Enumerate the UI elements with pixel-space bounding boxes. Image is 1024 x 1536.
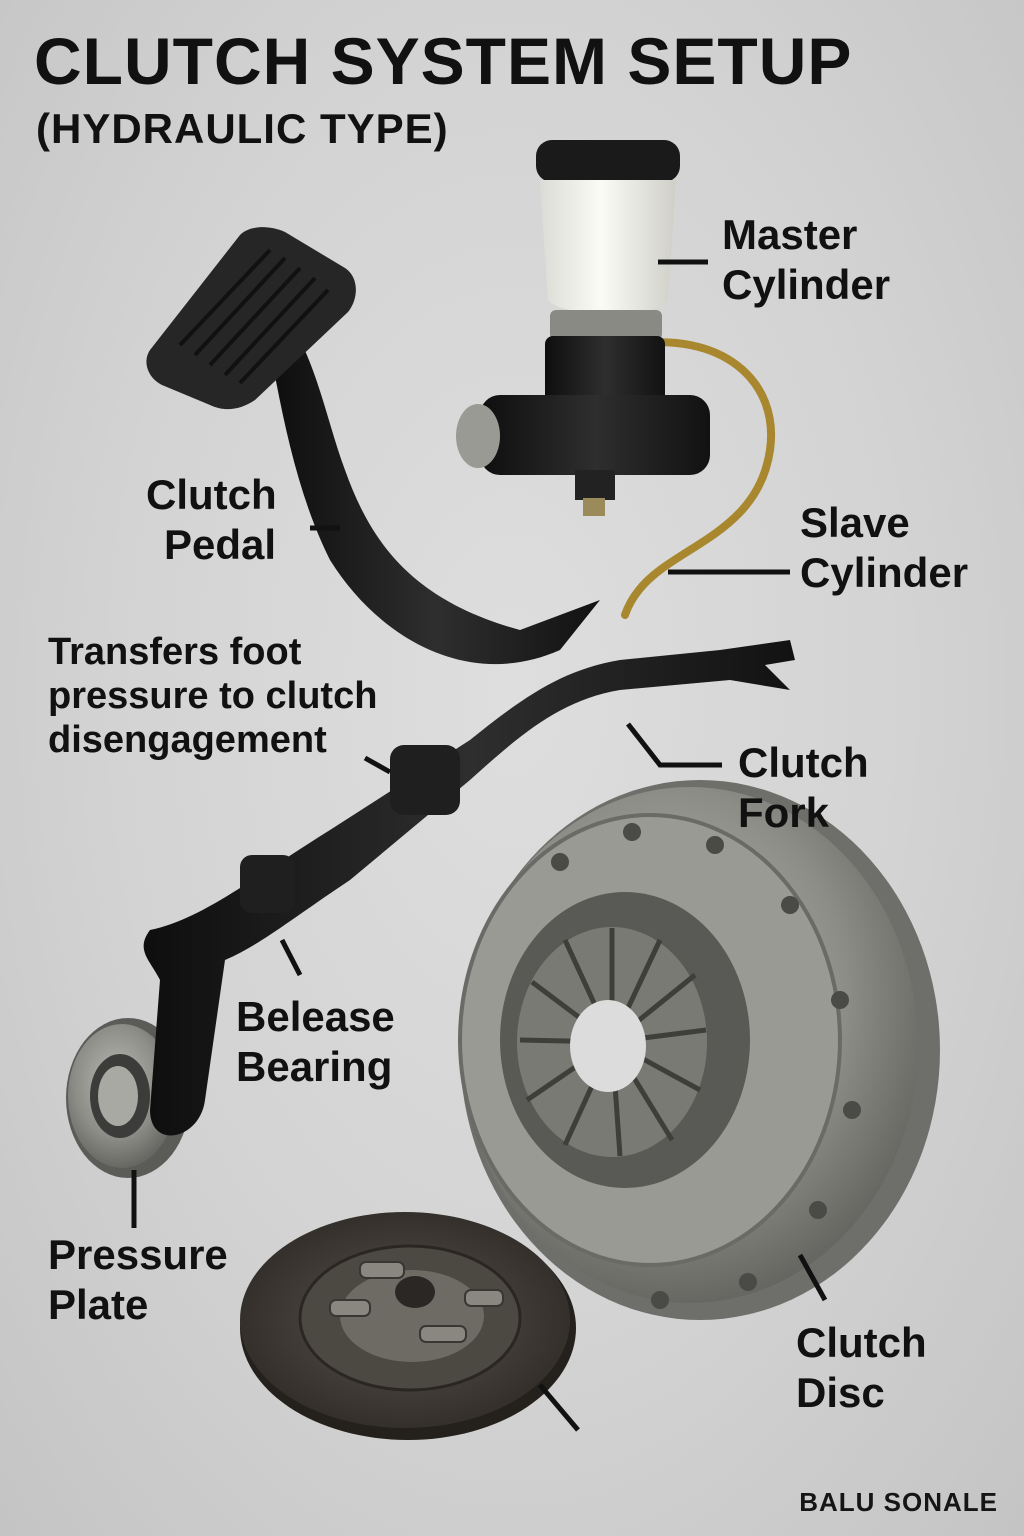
page-subtitle: (HYDRAULIC TYPE) xyxy=(36,105,449,152)
clutch-fork-icon xyxy=(143,640,796,1136)
label-pressure-plate: Pressure Plate xyxy=(48,1231,228,1328)
pressure-plate-icon xyxy=(458,780,940,1320)
label-clutch-pedal: Clutch Pedal xyxy=(146,471,277,568)
label-description: Transfers foot pressure to clutch diseng… xyxy=(48,631,378,761)
label-slave-cylinder: Slave Cylinder xyxy=(800,499,969,596)
master-cylinder-icon xyxy=(456,140,710,516)
label-clutch-fork: Clutch Fork xyxy=(738,739,869,836)
author-credit: BALU SONALE xyxy=(799,1487,998,1517)
clutch-disc-icon xyxy=(240,1212,576,1440)
label-master-cylinder: Master Cylinder xyxy=(722,211,891,308)
page-title: CLUTCH SYSTEM SETUP xyxy=(34,24,853,98)
leader-lines xyxy=(131,259,828,1432)
label-release-bearing: Belease Bearing xyxy=(236,993,395,1090)
label-clutch-disc: Clutch Disc xyxy=(796,1319,927,1416)
hydraulic-line-icon xyxy=(621,338,776,619)
clutch-pedal-icon xyxy=(146,227,600,665)
